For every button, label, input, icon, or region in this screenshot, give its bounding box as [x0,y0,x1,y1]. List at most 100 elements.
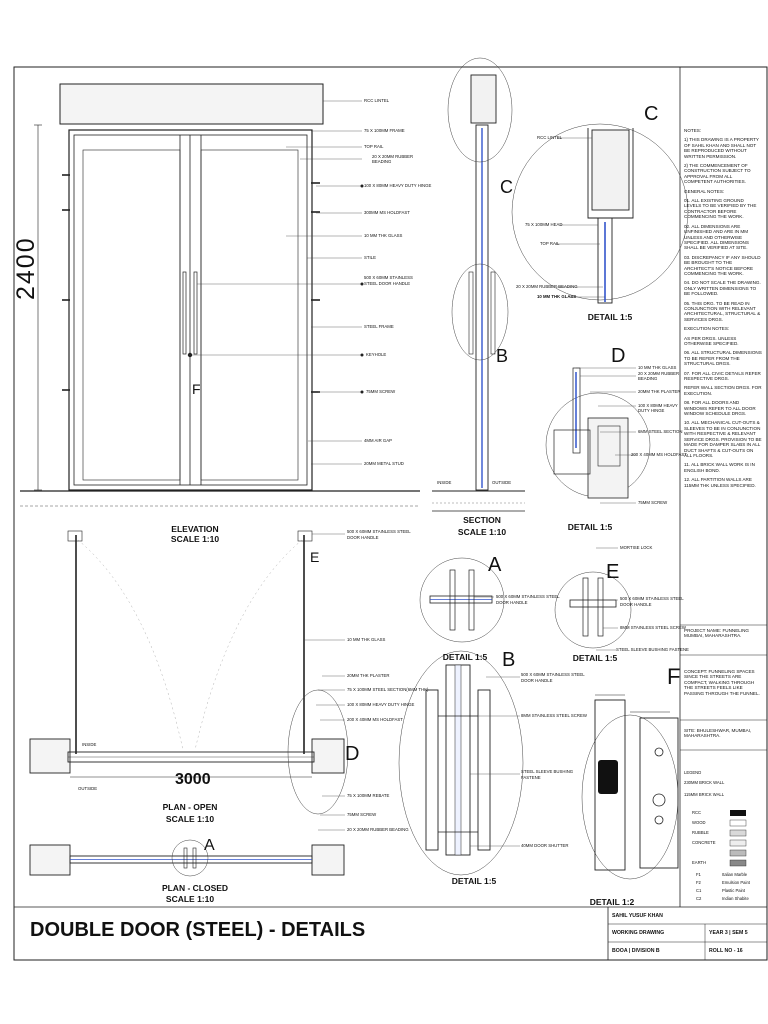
detail-b-title: DETAIL 1:5 [451,876,497,886]
legend-finish-0-code: F1 [696,872,701,877]
marker-a-plan: A [204,837,215,854]
note-2: 2) THE COMMENCEMENT OF CONSTRUCTION SUBJ… [684,163,751,185]
note-15: 10. ALL MECHANICAL CUT-OUTS & SLEEVES TO… [684,420,762,458]
section-view [432,57,525,512]
plan-open-view [29,530,349,831]
plan-label-7: 200 X 40MM MS HOLDFAST [347,717,403,722]
detail-d-label-1: 10 MM THK GLASS [638,365,677,370]
plan-label-2: DOOR HANDLE [347,535,379,540]
elevation-scale: SCALE 1:10 [170,534,220,544]
rcc-lintel [59,83,324,125]
detail-a [419,557,505,643]
callout-a [171,839,209,877]
detail-c-label-5: 10 MM THK GLASS [537,294,577,299]
detail-e-letter: E [606,561,620,583]
detail-c-label-1: RCC LINTEL [537,135,563,140]
width-dimension: 3000 [175,771,211,788]
marker-c-section: C [500,177,513,197]
note-13: REFER WALL SECTION DRGS. FOR EXECUTION. [684,385,762,396]
plan-outside: OUTSIDE [78,786,98,791]
plan-label-10: 20 X 20MM RUBBER BEADING [347,827,409,832]
note-4: 01. ALL EXISTING GROUND LEVELS TO BE VER… [684,198,757,220]
plan-label-1: 500 X 60MM STAINLESS STEEL [347,529,411,534]
detail-a-letter: A [488,554,502,576]
plan-inside: INSIDE [82,742,97,747]
note-14: 08. FOR ALL DOORS AND WINDOWS REFER TO A… [684,400,756,417]
legend-item-1: 115MM BRICK WALL [684,792,725,797]
detail-c-label-3: TOP RAIL [540,241,560,246]
note-9: EXECUTION NOTES: [684,326,730,332]
detail-e [554,547,632,651]
legend-finish-1-code: F2 [696,880,701,885]
plan-closed-view [29,839,345,877]
detail-b-label-5: FASTENE [521,775,541,780]
detail-c-label-4: 20 X 20MM RUBBER BEADING [516,284,578,289]
detail-b-label-1: 500 X 60MM STAINLESS STEEL [521,672,585,677]
titleblock-name: SAHIL YUSUF KHAN [612,913,663,919]
detail-d-label-5: 100 X 80MM HEAVY [638,403,678,408]
plan-label-3: 10 MM THK GLASS [347,637,386,642]
legend-item-5: CONCRETE [692,840,716,845]
section-outside: OUTSIDE [492,480,512,485]
project-name: PROJECT NAME: FUNNELING MUMBAI, MAHARASH… [684,628,750,639]
plan-label-4: 20MM THK PLASTER [347,673,390,678]
label-rcc-lintel: RCC LINTEL [364,98,390,103]
detail-f-letter: F [667,664,681,689]
plan-label-5: 75 X 100MM STEEL SECTION(6MM THK) [347,687,429,692]
mortise-lock-body [598,760,618,794]
legend-item-2: RCC [692,810,702,815]
plan-label-6: 100 X 80MM HEAVY DUTY HINGE [347,702,415,707]
plan-label-9: 75MM SCREW [347,812,377,817]
project-concept: CONCEPT: FUNNELING SPACES SINCE THE STRE… [684,669,760,696]
marker-f: F [192,381,201,397]
detail-a-title: DETAIL 1:5 [442,652,488,662]
elevation-view [20,83,420,507]
sheet-border [13,66,768,961]
detail-f [581,694,679,880]
titleblock-roll: ROLL NO - 16 [709,948,743,954]
legend-finish-3-code: C2 [696,896,702,901]
steel-frame [68,129,313,491]
marker-d-plan: D [345,743,360,765]
label-holdfast: 300MM MS HOLDFAST [364,210,410,215]
detail-d-label-9: 75MM SCREW [638,500,668,505]
label-rubber-beading: 20 X 20MM RUBBER [372,154,414,159]
detail-d-title: DETAIL 1:5 [567,522,613,532]
titleblock-year: YEAR 3 | SEM 5 [709,930,748,936]
legend-item-6: EARTH [692,860,707,865]
detail-e-label-2: 500 X 60MM STAINLESS STEEL [620,596,684,601]
plan-closed-scale: SCALE 1:10 [165,894,215,904]
legend-finish-3-name: Indian Shabite [722,896,749,901]
legend-finish-2-code: C1 [696,888,702,893]
legend-finish-1-name: Emulsion Paint [722,880,750,885]
label-top-rail: TOP RAIL [364,144,384,149]
label-stile: STILE [364,255,376,260]
section-scale: SCALE 1:10 [457,527,507,537]
elevation-title: ELEVATION [171,524,219,534]
detail-d-label-8: 200 X 40MM MS HOLDFAST [631,452,687,457]
legend-item-4: RUBBLE [692,830,709,835]
notes-panel: NOTES: 1) THIS DRAWING IS A PROPERTY OF … [684,128,762,492]
door-handle-right [193,271,198,355]
drawing-title: DOUBLE DOOR (STEEL) - DETAILS [30,919,366,941]
legend-title: LEGEND [684,770,702,775]
height-dimension: 2400 [12,236,40,300]
legend-item-3: WOOD [692,820,706,825]
label-air-gap: 4MM AIR GAP [364,438,392,443]
note-17: 12. ALL PARTITION WALLS ARE 115MM THK UN… [684,477,756,488]
label-steel-frame: STEEL FRAME [364,324,394,329]
detail-d-letter: D [611,345,626,367]
detail-e-label-1: MORTISE LOCK [620,545,653,550]
detail-d-label-6: DUTY HINGE [638,408,665,413]
detail-d-label-4: 20MM THK PLASTER [638,389,681,394]
detail-b [398,650,524,876]
detail-c-title: DETAIL 1:5 [587,312,633,322]
label-hinge: 100 X 80MM HEAVY DUTY HINGE [364,183,432,188]
note-3: GENERAL NOTES: [684,188,725,194]
detail-c [511,123,689,304]
detail-b-label-3: 8MM STAINLESS STEEL SCREW [521,713,587,718]
detail-b-label-6: 40MM DOOR SHUTTER [521,843,569,848]
detail-e-label-4: 8MM STAINLESS STEEL SCREW [620,625,686,630]
legend-swatches [729,810,747,867]
